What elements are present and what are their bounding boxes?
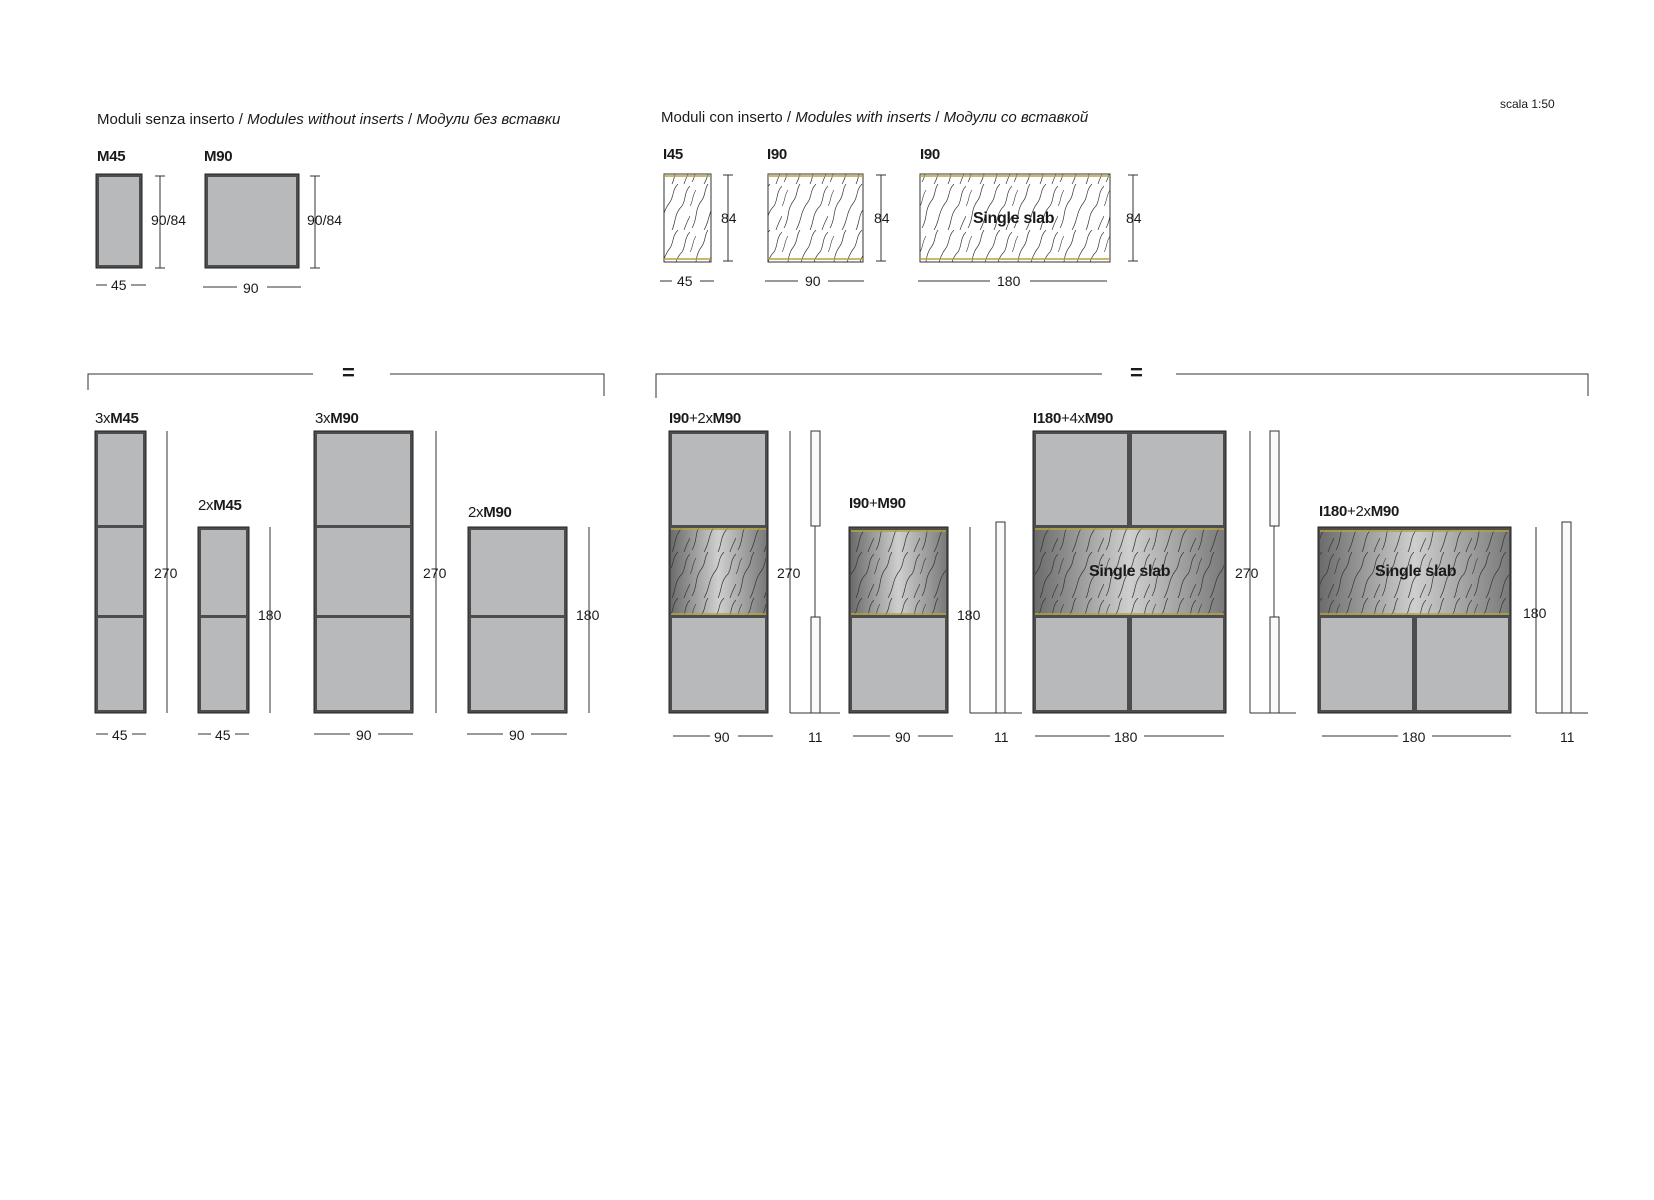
dim-height-m45: 90/84 (151, 212, 187, 228)
single-slab-label-combo-2: Single slab (1375, 563, 1457, 580)
dim-height-i90-2xm90: 270 (777, 565, 801, 581)
dim-depth-3: 11 (1560, 729, 1575, 745)
module-label-m90: M90 (204, 148, 233, 165)
combo-3xm45 (94, 430, 147, 714)
dim-depth-1: 11 (808, 729, 823, 745)
module-i90-single-slab (919, 173, 1111, 263)
combo-label-3xm45: 3xM45 (95, 410, 139, 427)
combo-i90-m90 (848, 526, 949, 714)
combo-3xm90 (313, 430, 414, 714)
combo-label-3xm90: 3xM90 (315, 410, 359, 427)
dim-height-3xm45: 270 (154, 565, 178, 581)
scale-label: scala 1:50 (1500, 97, 1555, 111)
dim-height-2xm45: 180 (258, 607, 282, 623)
dim-width-2xm90: 90 (509, 727, 525, 743)
dim-height-i45: 84 (721, 210, 737, 226)
dim-width-i90-2xm90: 90 (714, 729, 730, 745)
dim-height-m90: 90/84 (307, 212, 343, 228)
combo-i180-4xm90 (1032, 430, 1227, 714)
dim-width-3xm90: 90 (356, 727, 372, 743)
dim-width-i90: 90 (805, 273, 821, 289)
combo-label-i90-m90: I90+M90 (849, 495, 906, 512)
dim-height-i90-slab: 84 (1126, 210, 1142, 226)
heading-with-inserts: Moduli con inserto / Modules with insert… (661, 109, 1089, 126)
side-profile-1 (810, 430, 821, 714)
dim-height-2xm90: 180 (576, 607, 600, 623)
side-profile-4 (1561, 521, 1572, 714)
equals-sign-right: = (1130, 360, 1143, 385)
dim-height-i180-2xm90: 180 (1523, 605, 1547, 621)
dim-width-2xm45: 45 (215, 727, 231, 743)
combo-label-i90-2xm90: I90+2xM90 (669, 410, 741, 427)
single-slab-label-combo-1: Single slab (1089, 563, 1171, 580)
combo-2xm45 (197, 526, 250, 714)
dim-width-i90-slab: 180 (997, 273, 1021, 289)
dim-width-i180-4xm90: 180 (1114, 729, 1138, 745)
dim-height-i90: 84 (874, 210, 890, 226)
single-slab-label: Single slab (973, 210, 1055, 227)
side-profile-3 (1269, 430, 1280, 714)
dim-depth-2: 11 (994, 729, 1009, 745)
dim-width-i180-2xm90: 180 (1402, 729, 1426, 745)
combo-i180-2xm90 (1317, 526, 1512, 714)
module-label-i90: I90 (767, 146, 787, 163)
dim-width-m90: 90 (243, 280, 259, 296)
module-label-i90-slab: I90 (920, 146, 940, 163)
dim-width-i45: 45 (677, 273, 693, 289)
combo-label-i180-4xm90: I180+4xM90 (1033, 410, 1113, 427)
dim-width-i90-m90: 90 (895, 729, 911, 745)
module-i45 (663, 173, 712, 263)
module-label-i45: I45 (663, 146, 683, 163)
dim-width-m45: 45 (111, 277, 127, 293)
module-label-m45: M45 (97, 148, 126, 165)
module-i90 (767, 173, 864, 263)
side-profile-2 (995, 521, 1006, 714)
combo-label-2xm90: 2xM90 (468, 504, 512, 521)
combo-label-2xm45: 2xM45 (198, 497, 242, 514)
combo-2xm90 (467, 526, 568, 714)
module-m45 (95, 173, 143, 269)
heading-without-inserts: Moduli senza inserto / Modules without i… (97, 111, 561, 128)
combo-label-i180-2xm90: I180+2xM90 (1319, 503, 1399, 520)
module-m90 (204, 173, 300, 269)
equals-sign-left: = (342, 360, 355, 385)
dim-height-i90-m90: 180 (957, 607, 981, 623)
dim-height-3xm90: 270 (423, 565, 447, 581)
combo-i90-2xm90 (668, 430, 769, 714)
dim-width-3xm45: 45 (112, 727, 128, 743)
dim-height-i180-4xm90: 270 (1235, 565, 1259, 581)
